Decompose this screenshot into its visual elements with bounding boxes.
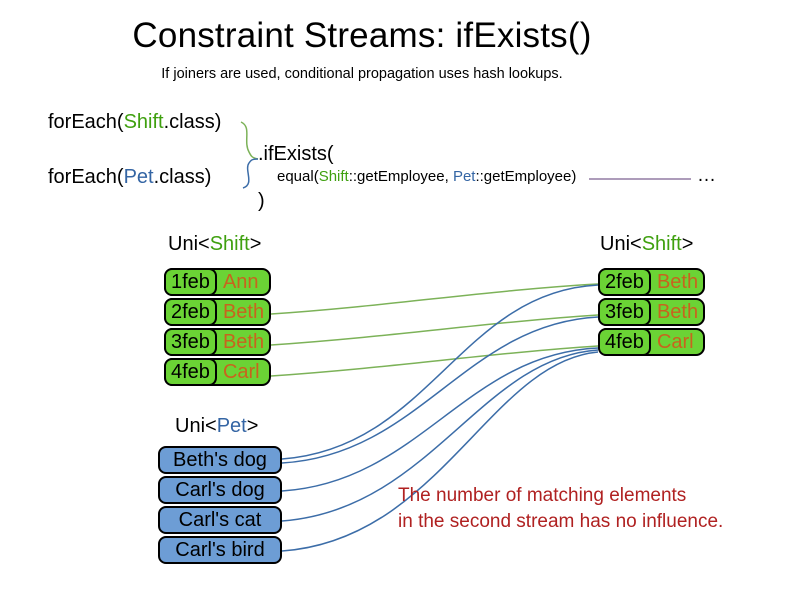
- pet-row: Beth's dog: [158, 446, 282, 474]
- name-cell: Carl: [656, 331, 694, 353]
- header-text: >: [246, 415, 259, 437]
- link-4feb: [270, 345, 599, 377]
- link-beths-dog-2feb: [281, 284, 599, 460]
- code-ifexists: .ifExists(: [258, 143, 334, 165]
- header-text: >: [249, 233, 262, 255]
- pet-type-token: Pet: [216, 415, 247, 437]
- name-cell: Beth: [656, 271, 699, 293]
- shift-class-token: Shift: [318, 168, 349, 185]
- header-text: Uni<: [168, 233, 210, 255]
- note-line-2: in the second stream has no influence.: [398, 511, 724, 532]
- code-text: forEach(: [48, 166, 124, 188]
- shift-class-token: Shift: [123, 111, 164, 133]
- code-foreach-pet: forEach(Pet.class): [48, 166, 211, 189]
- pet-row: Carl's cat: [158, 506, 282, 534]
- link-beths-dog-3feb: [281, 316, 599, 464]
- pet-row: Carl's dog: [158, 476, 282, 504]
- code-close-paren: ): [258, 190, 265, 212]
- code-foreach-shift: forEach(Shift.class): [48, 111, 221, 134]
- shift-type-token: Shift: [209, 233, 250, 255]
- header-text: Uni<: [175, 415, 217, 437]
- code-text: equal(: [277, 168, 319, 185]
- note-line-1: The number of matching elements: [398, 485, 687, 506]
- name-cell: Beth: [222, 301, 265, 323]
- pet-class-token: Pet: [123, 166, 154, 188]
- date-cell: 3feb: [598, 298, 651, 326]
- slide-subtitle: If joiners are used, conditional propaga…: [161, 66, 563, 82]
- name-cell: Beth: [656, 301, 699, 323]
- pet-class-token: Pet: [452, 168, 476, 185]
- shift-type-token: Shift: [641, 233, 682, 255]
- ellipsis-text: …: [697, 165, 716, 186]
- link-carls-dog-4feb: [281, 347, 599, 492]
- code-text: forEach(: [48, 111, 124, 133]
- date-cell: 3feb: [164, 328, 217, 356]
- code-text: ::getEmployee): [475, 168, 577, 185]
- date-cell: 4feb: [164, 358, 217, 386]
- slide-title: Constraint Streams: ifExists(): [132, 16, 592, 55]
- right-shift-header: Uni<Shift>: [600, 233, 693, 256]
- date-cell: 2feb: [598, 268, 651, 296]
- left-shift-header: Uni<Shift>: [168, 233, 261, 256]
- name-cell: Beth: [222, 331, 265, 353]
- note-text: The number of matching elements in the s…: [398, 483, 723, 535]
- link-3feb: [270, 314, 599, 346]
- link-2feb: [270, 283, 599, 315]
- brace-pet-arm: [242, 158, 259, 189]
- brace-shift-arm: [240, 121, 259, 160]
- date-cell: 2feb: [164, 298, 217, 326]
- pet-table: Beth's dog Carl's dog Carl's cat Carl's …: [158, 446, 282, 566]
- code-text: .class): [163, 111, 222, 133]
- code-text: .class): [153, 166, 212, 188]
- date-cell: 4feb: [598, 328, 651, 356]
- header-text: Uni<: [600, 233, 642, 255]
- pet-row: Carl's bird: [158, 536, 282, 564]
- code-text: ::getEmployee,: [348, 168, 453, 185]
- name-cell: Ann: [222, 271, 259, 293]
- pet-header: Uni<Pet>: [175, 415, 258, 438]
- code-equal-joiner: equal(Shift::getEmployee, Pet::getEmploy…: [277, 168, 576, 185]
- name-cell: Carl: [222, 361, 260, 383]
- header-text: >: [681, 233, 694, 255]
- date-cell: 1feb: [164, 268, 217, 296]
